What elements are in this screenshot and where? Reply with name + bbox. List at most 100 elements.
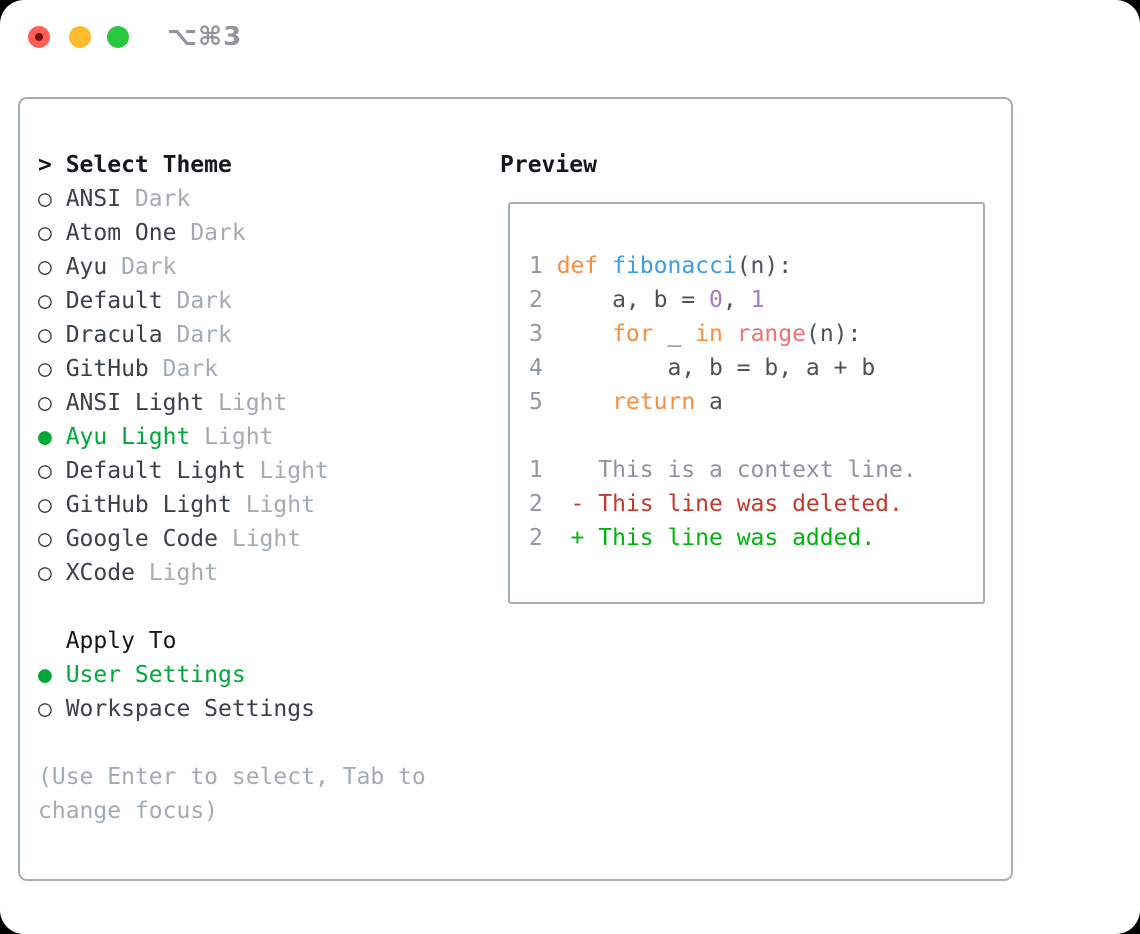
line-number: 4 xyxy=(529,355,543,381)
diff-line-deleted: 2 - This line was deleted. xyxy=(529,487,973,521)
select-theme-title: Select Theme xyxy=(65,152,232,178)
radio-icon: ○ xyxy=(38,526,52,552)
select-theme-header: > Select Theme xyxy=(38,148,478,182)
theme-option-xcode[interactable]: ○ XCode Light xyxy=(38,556,478,590)
code-token: range xyxy=(736,321,806,347)
theme-name: Ayu xyxy=(65,254,108,280)
code-token: (n): xyxy=(805,321,862,347)
theme-option-google-code[interactable]: ○ Google Code Light xyxy=(38,522,478,556)
line-number: 2 xyxy=(529,287,543,313)
minimize-button[interactable] xyxy=(69,26,91,48)
caret-icon: > xyxy=(38,152,52,178)
code-token: a, b = xyxy=(556,287,710,313)
theme-option-ayu-dark[interactable]: ○ Ayu Dark xyxy=(38,250,478,284)
diff-context-text: This is a context line. xyxy=(556,457,917,483)
code-token: a, b = b, a + b xyxy=(556,355,876,381)
radio-icon: ○ xyxy=(38,322,52,348)
theme-variant: Light xyxy=(259,458,329,484)
code-token: for xyxy=(612,321,654,347)
spacer xyxy=(38,726,478,760)
theme-name: Google Code xyxy=(65,526,219,552)
code-token: return xyxy=(612,389,696,415)
code-line: 5 return a xyxy=(529,385,973,419)
theme-variant: Light xyxy=(204,424,274,450)
code-line: 4 a, b = b, a + b xyxy=(529,351,973,385)
preview-header: Preview xyxy=(500,152,597,178)
theme-name: Default xyxy=(65,288,163,314)
code-line: 1 def fibonacci(n): xyxy=(529,249,973,283)
close-dot-icon xyxy=(35,33,43,41)
code-token: _ xyxy=(653,321,696,347)
zoom-button[interactable] xyxy=(107,26,129,48)
theme-name: Ayu Light xyxy=(65,424,191,450)
apply-option-workspace-settings[interactable]: ○ Workspace Settings xyxy=(38,692,478,726)
theme-name: Default Light xyxy=(65,458,246,484)
theme-variant: Dark xyxy=(176,322,232,348)
theme-variant: Light xyxy=(245,492,315,518)
theme-name: GitHub Light xyxy=(65,492,232,518)
close-button[interactable] xyxy=(28,26,50,48)
code-line: 3 for _ in range(n): xyxy=(529,317,973,351)
radio-selected-icon: ● xyxy=(38,662,52,688)
blank-line xyxy=(529,419,973,453)
line-number: 1 xyxy=(529,457,543,483)
radio-icon: ○ xyxy=(38,186,52,212)
theme-name: XCode xyxy=(65,560,135,586)
theme-variant: Dark xyxy=(176,288,232,314)
theme-name: GitHub xyxy=(65,356,149,382)
apply-option-label: User Settings xyxy=(65,662,246,688)
theme-name: Atom One xyxy=(65,220,177,246)
code-token xyxy=(557,389,612,415)
apply-to-title: Apply To xyxy=(65,628,177,654)
radio-icon: ○ xyxy=(38,458,52,484)
code-token: fibonacci xyxy=(612,253,737,279)
window-shortcut-label: ⌥⌘3 xyxy=(167,22,243,52)
theme-option-dracula-dark[interactable]: ○ Dracula Dark xyxy=(38,318,478,352)
theme-option-default-light[interactable]: ○ Default Light Light xyxy=(38,454,478,488)
code-token: , xyxy=(722,287,751,313)
radio-icon: ○ xyxy=(38,390,52,416)
code-token xyxy=(723,321,737,347)
radio-icon: ○ xyxy=(38,560,52,586)
theme-variant: Dark xyxy=(190,220,246,246)
theme-variant: Dark xyxy=(134,186,191,212)
diff-line-added: 2 + This line was added. xyxy=(529,521,973,555)
radio-icon: ○ xyxy=(38,492,52,518)
radio-selected-icon: ● xyxy=(38,424,52,450)
theme-variant: Dark xyxy=(121,254,177,280)
radio-icon: ○ xyxy=(38,288,52,314)
help-text: (Use Enter to select, Tab to change focu… xyxy=(38,764,426,824)
theme-option-default-dark[interactable]: ○ Default Dark xyxy=(38,284,478,318)
apply-to-header: Apply To xyxy=(38,624,478,658)
code-token: (n): xyxy=(736,253,793,279)
radio-icon: ○ xyxy=(38,254,52,280)
diff-added-text: + This line was added. xyxy=(556,525,876,551)
code-token: def xyxy=(556,253,613,279)
theme-variant: Light xyxy=(218,390,288,416)
line-number: 1 xyxy=(529,253,543,279)
apply-option-user-settings[interactable]: ● User Settings xyxy=(38,658,478,692)
line-number: 2 xyxy=(529,525,543,551)
diff-line-context: 1 This is a context line. xyxy=(529,453,973,487)
radio-icon: ○ xyxy=(38,696,52,722)
theme-name: Dracula xyxy=(65,322,163,348)
theme-variant: Light xyxy=(231,526,302,552)
code-token: in xyxy=(695,321,723,347)
theme-option-ayu-light[interactable]: ● Ayu Light Light xyxy=(38,420,478,454)
theme-option-github-light[interactable]: ○ GitHub Light Light xyxy=(38,488,478,522)
apply-option-label: Workspace Settings xyxy=(65,696,315,722)
code-line: 2 a, b = 0, 1 xyxy=(529,283,973,317)
code-token: 1 xyxy=(750,287,765,313)
line-number: 5 xyxy=(529,389,543,415)
line-number: 2 xyxy=(529,491,543,517)
diff-deleted-text: - This line was deleted. xyxy=(556,491,903,517)
theme-variant: Light xyxy=(148,560,219,586)
